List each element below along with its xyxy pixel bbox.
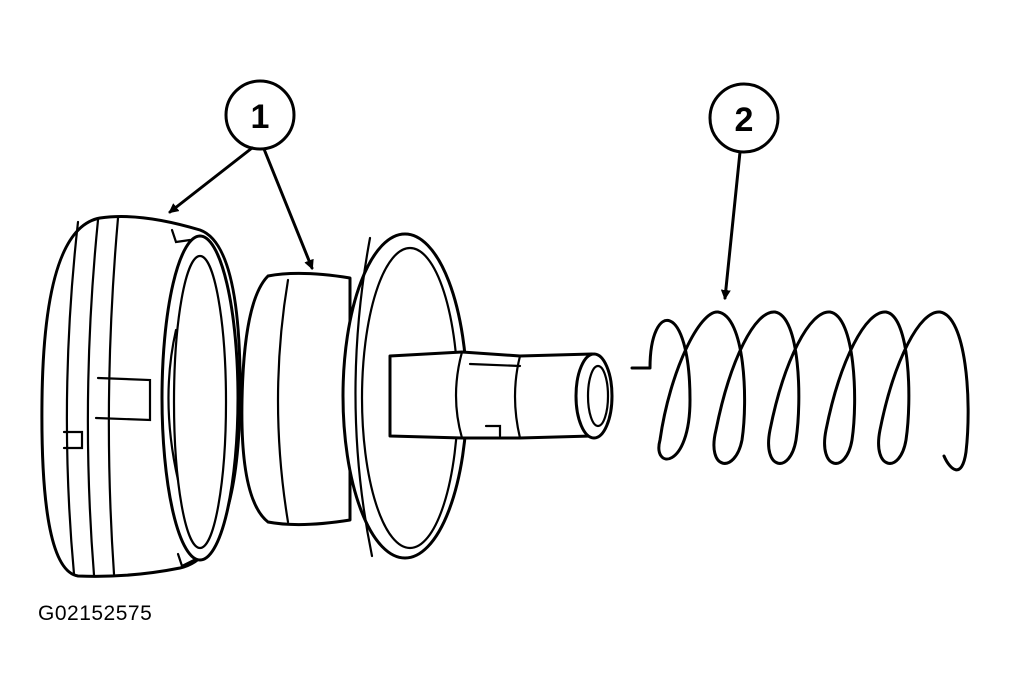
seal-ring [40, 215, 242, 578]
leader-arrow [720, 150, 742, 300]
callout-circle [224, 79, 296, 151]
callout-circle [708, 82, 780, 154]
callout-label: 1 [251, 98, 270, 136]
callout-1: 1 [168, 79, 314, 270]
leader-arrow [262, 147, 314, 270]
piston [240, 232, 614, 560]
leader-arrow [168, 146, 254, 214]
figure-id-label: G02152575 [38, 602, 153, 625]
callout-label: 2 [735, 101, 754, 139]
callout-2: 2 [708, 82, 780, 300]
spring [630, 310, 970, 472]
